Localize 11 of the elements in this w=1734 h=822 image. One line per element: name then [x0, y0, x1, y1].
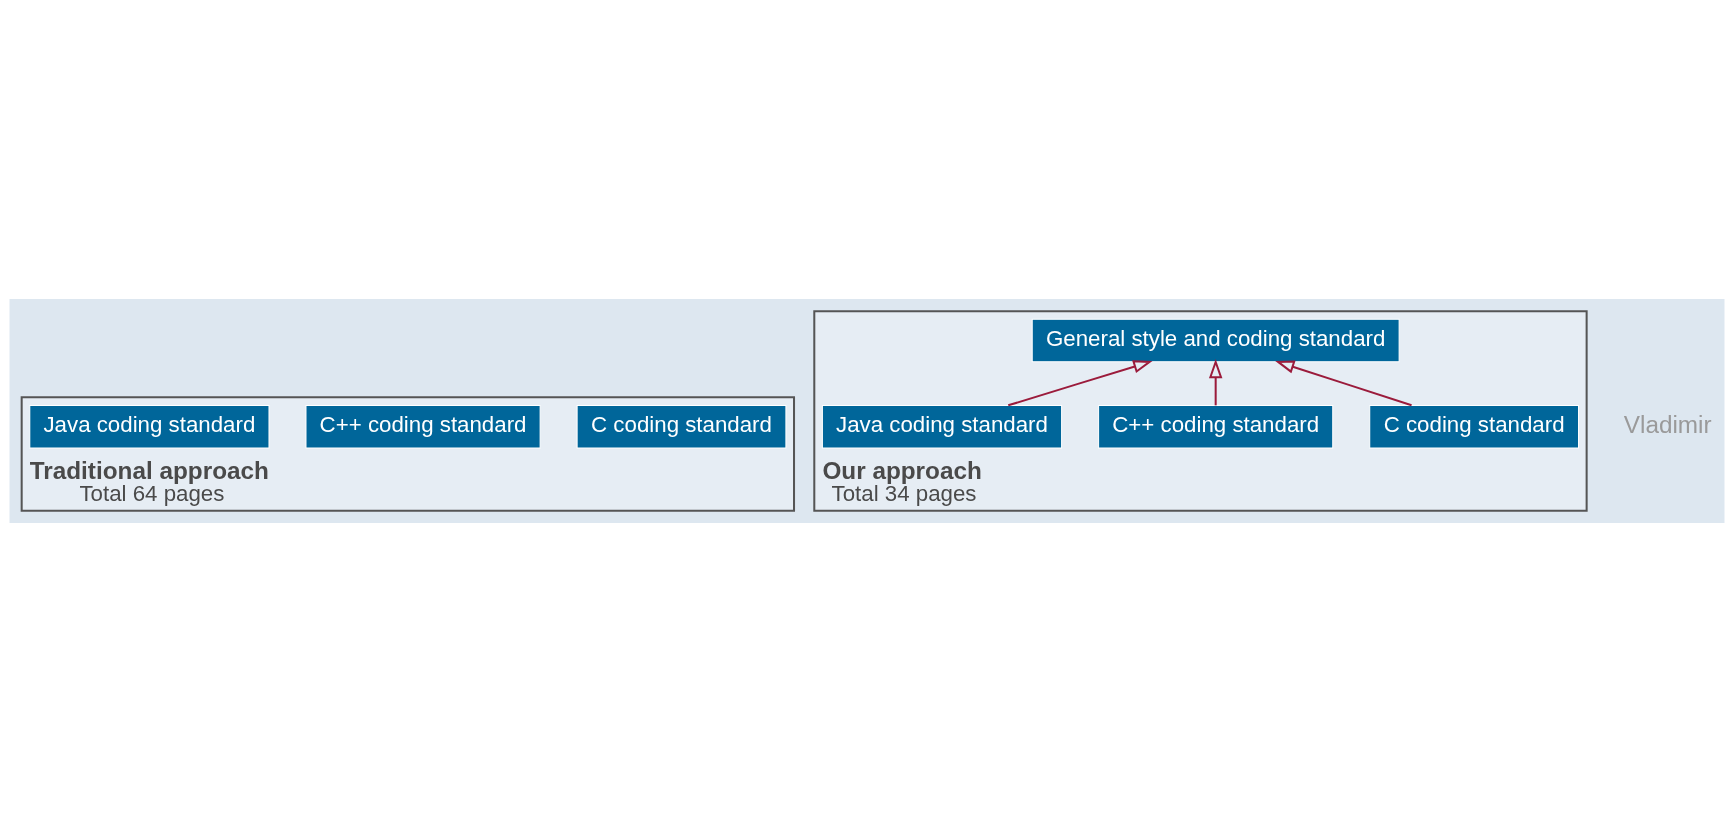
arrow	[1275, 360, 1412, 407]
label: Vladimir	[1623, 410, 1712, 438]
node-box: Java coding standard	[821, 404, 1063, 449]
node-box: C++ coding standard	[1098, 404, 1334, 449]
node-box: General style and coding standard	[1031, 318, 1400, 363]
arrow	[1208, 358, 1223, 406]
node-box: Java coding standard	[29, 404, 270, 449]
node-box: C coding standard	[1369, 404, 1580, 449]
arrow	[1007, 360, 1153, 407]
node-box: C coding standard	[576, 404, 787, 449]
node-box: C++ coding standard	[305, 404, 541, 449]
